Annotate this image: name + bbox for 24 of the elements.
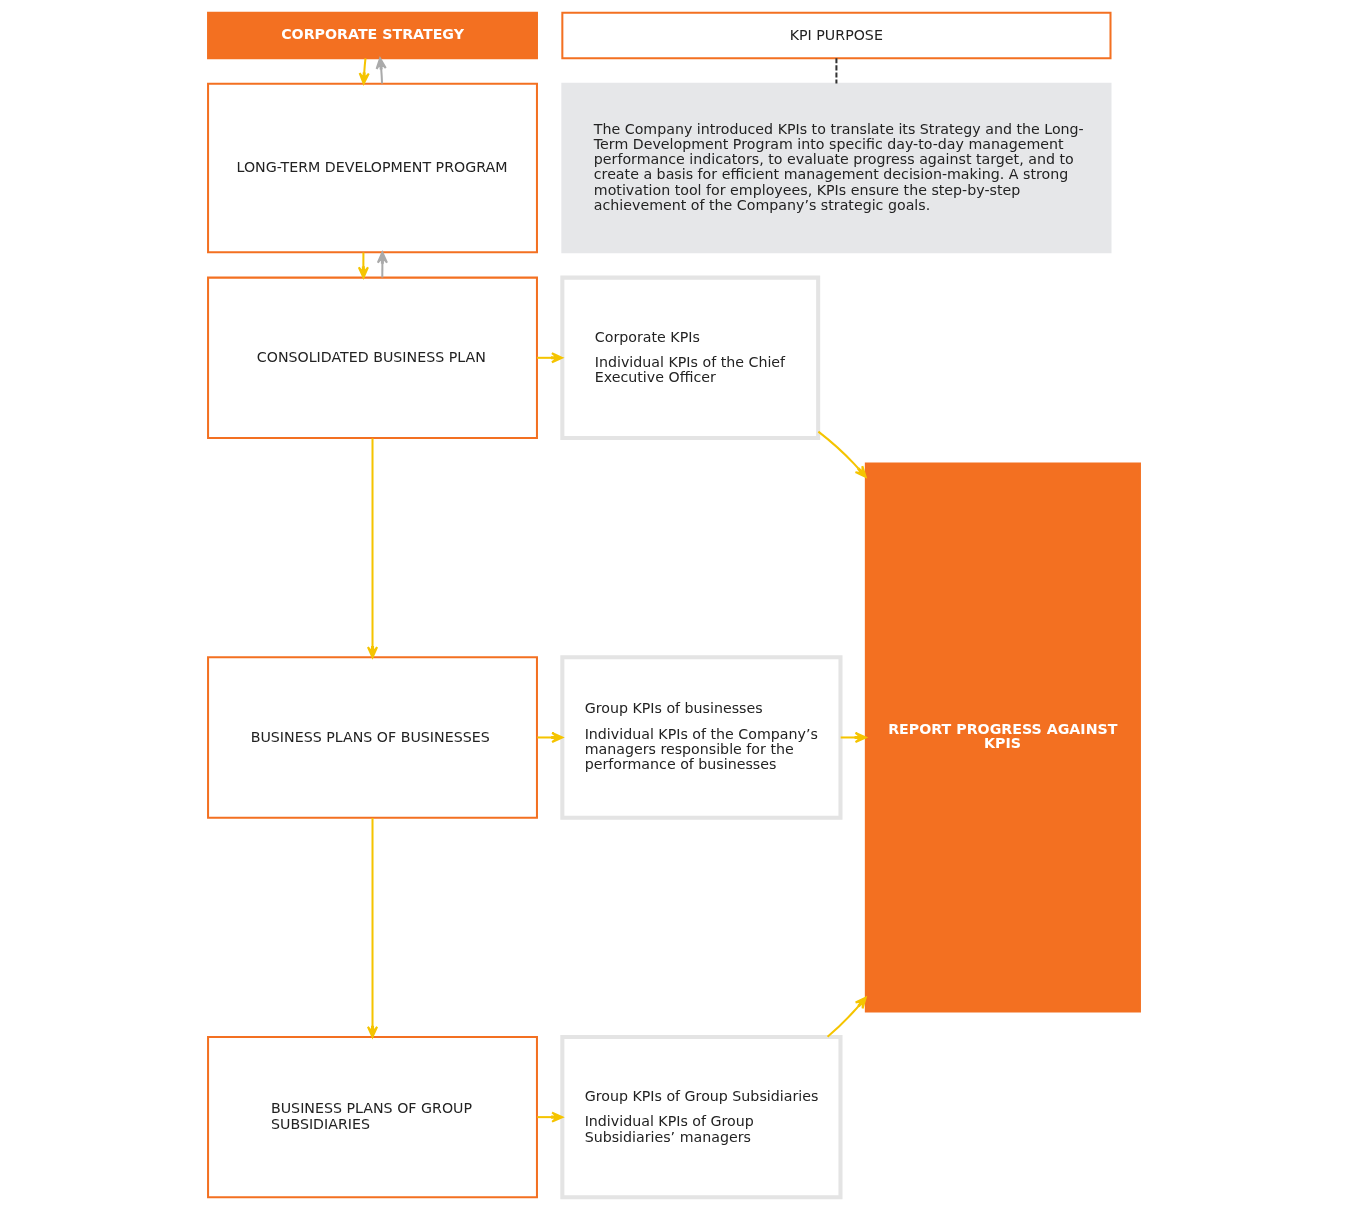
- node-box: CONSOLIDATED BUSINESS PLAN: [206, 276, 538, 440]
- arrow: [840, 731, 867, 744]
- arrow: [366, 818, 378, 1038]
- arrow: [357, 252, 369, 279]
- arrow: [375, 57, 387, 84]
- node-box: Group KPIs of businesses Individual KPIs of the Company’s managers responsible for the performance of businesses: [559, 655, 842, 820]
- node-box: BUSINESS PLANS OF GROUP SUBSIDIARIES: [206, 1035, 538, 1199]
- arrow: [536, 1111, 563, 1123]
- node-box: KPI PURPOSE: [560, 11, 1111, 60]
- arrow: [376, 251, 388, 278]
- arrow: [817, 430, 867, 478]
- node-box: BUSINESS PLANS OF BUSINESSES: [206, 656, 538, 819]
- node-box: REPORT PROGRESS AGAINST KPIS: [864, 462, 1141, 1013]
- node-box: Corporate KPIs Individual KPIs of the Chief Executive Officer: [559, 275, 820, 441]
- arrow: [358, 58, 370, 85]
- node-box: LONG-TERM DEVELOPMENT PROGRAM: [206, 82, 538, 254]
- node-box: CORPORATE STRATEGY: [206, 11, 538, 60]
- arrow: [826, 996, 867, 1038]
- connector: [834, 58, 837, 84]
- arrow: [536, 731, 563, 744]
- arrow: [366, 438, 378, 659]
- arrow: [536, 352, 563, 364]
- node-box: The Company introduced KPIs to translate its Strategy and the Long-Term Development Program into specific day-to-day management performance indicators, to evaluate progress against target, and to create a basis for efficient management decision-making. A strong motivation tool for employees, KPIs ensure the step-by-step achievement of the Company’s strategic goals.: [560, 82, 1111, 254]
- node-box: Group KPIs of Group Subsidiaries Individual KPIs of Group Subsidiaries’ managers: [559, 1034, 842, 1200]
